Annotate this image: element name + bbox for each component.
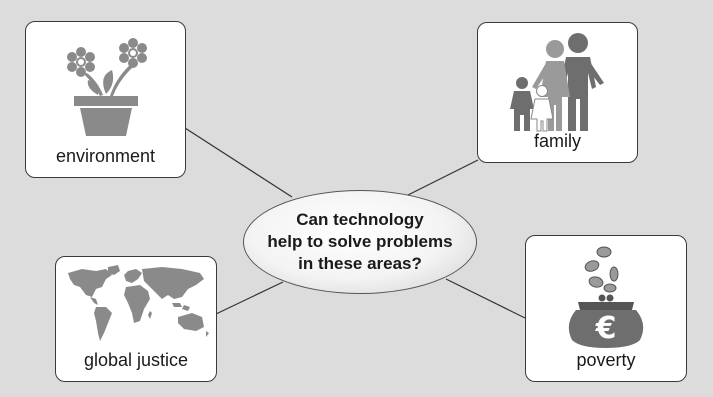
central-question: Can technology help to solve problems in… xyxy=(267,209,452,275)
topic-label: global justice xyxy=(83,350,189,370)
question-line-1: Can technology xyxy=(296,210,424,229)
question-line-3: in these areas? xyxy=(298,254,422,273)
topic-label: poverty xyxy=(576,350,636,370)
topic-label: family xyxy=(533,131,581,151)
link-global-justice xyxy=(215,281,284,315)
family-icon xyxy=(510,33,604,132)
world-map-icon xyxy=(68,265,209,341)
link-family xyxy=(407,159,479,196)
link-poverty xyxy=(445,278,526,319)
question-line-2: help to solve problems xyxy=(267,232,453,251)
link-environment xyxy=(184,127,293,198)
flower-pot-icon xyxy=(67,38,147,136)
euro-purse-icon: € xyxy=(568,246,644,348)
central-question-bubble: Can technology help to solve problems in… xyxy=(243,190,477,294)
topic-label: environment xyxy=(55,146,156,166)
topic-card-poverty: € poverty xyxy=(525,235,687,382)
topic-card-family: family xyxy=(477,22,638,163)
topic-card-global-justice: global justice xyxy=(55,256,217,382)
topic-card-environment: environment xyxy=(25,21,186,178)
svg-text:€: € xyxy=(595,311,617,346)
